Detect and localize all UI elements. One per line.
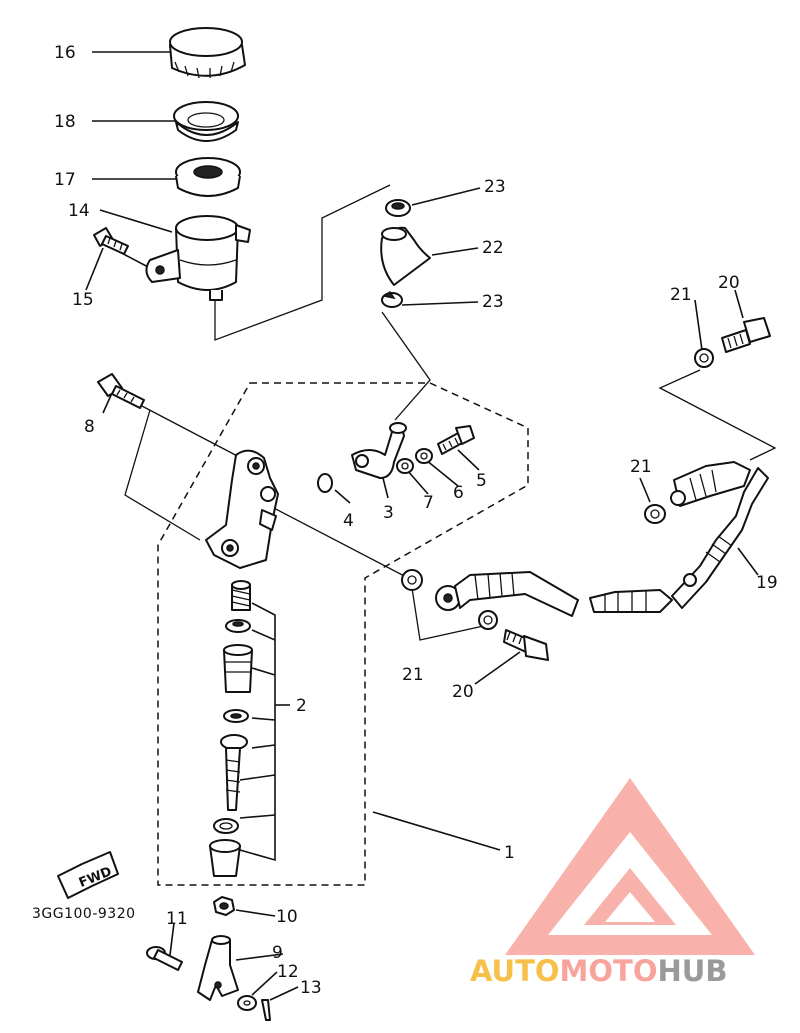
reservoir-tank — [145, 215, 251, 301]
screw-15 — [93, 227, 129, 255]
reservoir-hose — [380, 226, 431, 286]
washer-21-lower — [478, 610, 498, 630]
label-18: 18 — [54, 112, 76, 132]
label-12: 12 — [277, 962, 299, 982]
fwd-arrow: FWD — [57, 851, 119, 899]
label-21-lower: 21 — [402, 665, 424, 685]
hose-clamp-top — [385, 199, 411, 217]
label-22: 22 — [482, 238, 504, 258]
label-14: 14 — [68, 201, 90, 221]
label-15: 15 — [72, 290, 94, 310]
master-cylinder-body — [205, 449, 279, 569]
union-bolt-lower — [503, 629, 549, 661]
cotter-pin — [261, 999, 271, 1021]
diaphragm-plate — [173, 101, 239, 142]
label-16: 16 — [54, 43, 76, 63]
label-19: 19 — [756, 573, 778, 593]
label-23-top: 23 — [484, 177, 506, 197]
label-3: 3 — [383, 503, 394, 523]
bolt-8 — [97, 373, 145, 409]
union-bolt-upper — [721, 317, 771, 353]
label-13: 13 — [300, 978, 322, 998]
label-7: 7 — [423, 493, 434, 513]
nut-10 — [213, 896, 235, 916]
callout-labels: 16 18 17 14 15 8 23 22 23 21 20 21 19 4 … — [54, 43, 778, 998]
label-6: 6 — [453, 483, 464, 503]
washer-6 — [415, 448, 433, 464]
label-21-top: 21 — [670, 285, 692, 305]
label-21-middle: 21 — [630, 457, 652, 477]
label-4: 4 — [343, 511, 354, 531]
washer-7 — [396, 458, 414, 474]
o-ring — [317, 473, 333, 493]
brake-hose — [435, 461, 769, 617]
leader-lines — [85, 51, 777, 1001]
label-20-lower: 20 — [452, 682, 474, 702]
watermark-logo — [505, 778, 755, 955]
hose-clamp-bottom — [381, 290, 403, 308]
piston-kit — [209, 580, 253, 877]
watermark-text-hub: HUB — [658, 954, 728, 988]
reservoir-cap — [169, 27, 246, 79]
screw-5 — [437, 425, 475, 455]
label-2: 2 — [296, 696, 307, 716]
label-1: 1 — [504, 843, 515, 863]
diaphragm — [175, 157, 241, 197]
washer-21-lower-left — [401, 569, 423, 591]
assembly-boundary — [157, 382, 529, 886]
watermark-text-auto: AUTO — [470, 954, 560, 988]
pin-11 — [146, 946, 183, 971]
watermark-text: AUTOMOTOHUB — [470, 954, 727, 988]
label-11: 11 — [166, 909, 188, 929]
label-17: 17 — [54, 170, 76, 190]
washer-12 — [237, 995, 257, 1011]
label-20-top: 20 — [718, 273, 740, 293]
label-10: 10 — [276, 907, 298, 927]
label-23-bottom: 23 — [482, 292, 504, 312]
label-9: 9 — [272, 943, 283, 963]
label-8: 8 — [84, 417, 95, 437]
diagram-code: 3GG100-9320 — [32, 906, 136, 922]
joint-fitting — [351, 422, 407, 479]
washer-21-middle — [644, 504, 666, 524]
watermark-text-moto: MOTO — [560, 954, 658, 988]
washer-21-upper — [694, 348, 714, 368]
clevis — [197, 935, 239, 1001]
label-5: 5 — [476, 471, 487, 491]
